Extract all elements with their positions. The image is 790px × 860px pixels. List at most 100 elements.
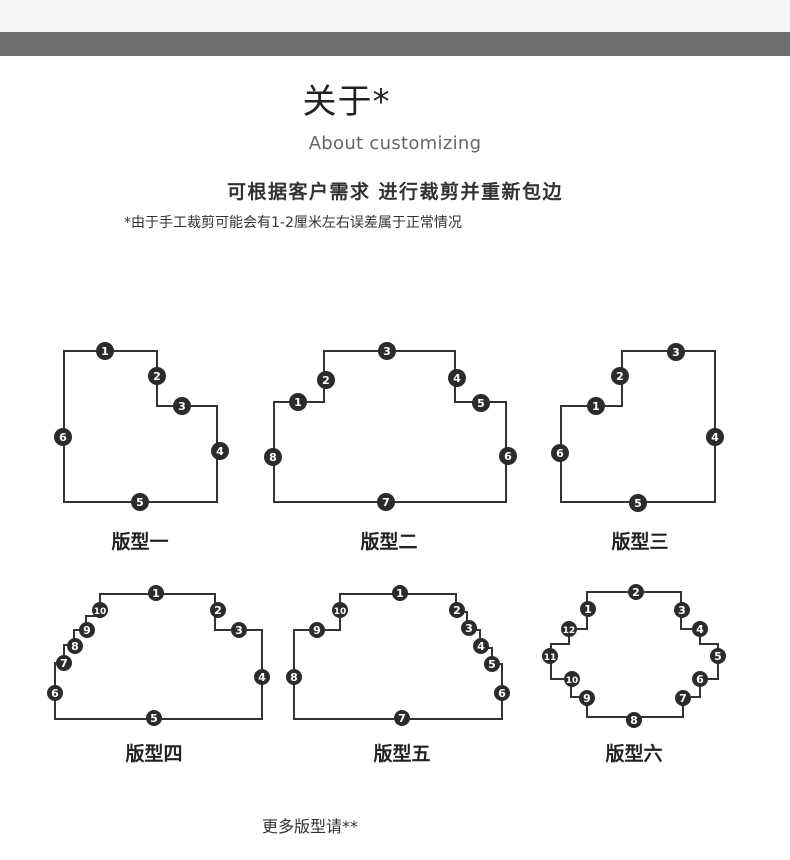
marker-number: 12: [563, 626, 576, 636]
marker-number: 2: [214, 604, 222, 617]
marker-number: 4: [711, 431, 719, 444]
marker-3-6: 6: [551, 444, 569, 462]
shape-1: [63, 350, 218, 503]
marker-5-8: 8: [286, 669, 302, 685]
marker-dot: [564, 671, 580, 687]
marker-2-1: 1: [289, 393, 307, 411]
shape-markers: 1234561234567812345612345678910123456789…: [47, 342, 726, 728]
marker-1-3: 3: [173, 397, 191, 415]
marker-3-2: 2: [611, 367, 629, 385]
marker-dot: [551, 444, 569, 462]
marker-dot: [377, 493, 395, 511]
marker-3-1: 1: [587, 397, 605, 415]
marker-5-5: 5: [484, 656, 500, 672]
marker-number: 2: [453, 604, 461, 617]
marker-number: 6: [59, 431, 67, 444]
marker-1-4: 4: [211, 442, 229, 460]
marker-dot: [47, 685, 63, 701]
marker-number: 3: [672, 346, 680, 359]
marker-3-4: 4: [706, 428, 724, 446]
marker-dot: [67, 638, 83, 654]
marker-dot: [173, 397, 191, 415]
headline: 可根据客户需求 进行裁剪并重新包边: [226, 181, 564, 203]
marker-dot: [56, 655, 72, 671]
marker-number: 8: [71, 640, 79, 653]
marker-number: 1: [101, 345, 109, 358]
marker-dot: [710, 648, 726, 664]
marker-dot: [79, 622, 95, 638]
marker-6-9: 9: [579, 690, 595, 706]
marker-dot: [148, 585, 164, 601]
marker-6-3: 3: [674, 602, 690, 618]
marker-dot: [692, 621, 708, 637]
marker-6-11: 11: [542, 648, 558, 664]
marker-5-9: 9: [309, 622, 325, 638]
marker-6-2: 2: [628, 584, 644, 600]
marker-dot: [289, 393, 307, 411]
marker-number: 4: [453, 372, 461, 385]
marker-5-2: 2: [449, 602, 465, 618]
marker-number: 2: [153, 370, 161, 383]
marker-number: 5: [150, 712, 158, 725]
marker-4-2: 2: [210, 602, 226, 618]
marker-number: 11: [544, 653, 557, 663]
marker-5-6: 6: [494, 685, 510, 701]
marker-4-5: 5: [146, 710, 162, 726]
marker-dot: [448, 369, 466, 387]
marker-number: 6: [498, 687, 506, 700]
marker-number: 3: [465, 622, 473, 635]
marker-dot: [317, 371, 335, 389]
marker-dot: [392, 585, 408, 601]
marker-dot: [561, 621, 577, 637]
marker-4-8: 8: [67, 638, 83, 654]
marker-4-1: 1: [148, 585, 164, 601]
marker-1-6: 6: [54, 428, 72, 446]
marker-number: 4: [477, 640, 485, 653]
marker-number: 10: [334, 607, 347, 617]
marker-number: 10: [94, 607, 107, 617]
marker-6-1: 1: [580, 601, 596, 617]
marker-dot: [692, 671, 708, 687]
marker-number: 7: [60, 657, 68, 670]
marker-dot: [332, 602, 348, 618]
marker-dot: [473, 638, 489, 654]
marker-number: 6: [504, 450, 512, 463]
marker-dot: [211, 442, 229, 460]
grey-banner: [0, 32, 790, 56]
marker-1-5: 5: [131, 493, 149, 511]
marker-number: 1: [584, 603, 592, 616]
marker-2-4: 4: [448, 369, 466, 387]
marker-number: 7: [382, 496, 390, 509]
marker-6-7: 7: [675, 690, 691, 706]
marker-number: 9: [83, 624, 91, 637]
marker-1-1: 1: [96, 342, 114, 360]
marker-number: 9: [313, 624, 321, 637]
marker-4-6: 6: [47, 685, 63, 701]
marker-dot: [146, 710, 162, 726]
marker-dot: [587, 397, 605, 415]
marker-number: 4: [258, 671, 266, 684]
marker-dot: [542, 648, 558, 664]
shape-label-4: 版型四: [125, 742, 182, 765]
marker-6-12: 12: [561, 621, 577, 637]
marker-dot: [254, 669, 270, 685]
marker-number: 3: [383, 345, 391, 358]
marker-number: 5: [136, 496, 144, 509]
shape-label-5: 版型五: [373, 742, 430, 765]
marker-dot: [494, 685, 510, 701]
shape-label-1: 版型一: [111, 530, 168, 553]
marker-number: 2: [322, 374, 330, 387]
marker-2-2: 2: [317, 371, 335, 389]
marker-dot: [674, 602, 690, 618]
marker-number: 3: [678, 604, 686, 617]
shape-2: [273, 350, 507, 503]
marker-number: 2: [632, 586, 640, 599]
marker-dot: [96, 342, 114, 360]
marker-number: 5: [488, 658, 496, 671]
marker-6-5: 5: [710, 648, 726, 664]
marker-5-4: 4: [473, 638, 489, 654]
marker-4-7: 7: [56, 655, 72, 671]
marker-number: 8: [269, 451, 277, 464]
marker-5-10: 10: [332, 602, 348, 618]
marker-dot: [378, 342, 396, 360]
